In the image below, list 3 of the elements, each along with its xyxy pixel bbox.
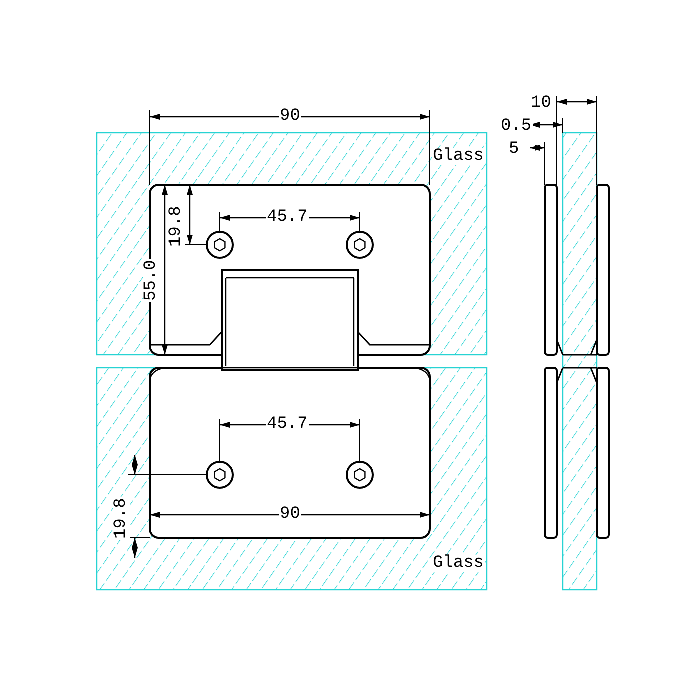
material-label: Glass <box>432 555 486 572</box>
dimension-label: 19.8 <box>113 497 130 540</box>
material-label: Glass <box>432 148 486 165</box>
